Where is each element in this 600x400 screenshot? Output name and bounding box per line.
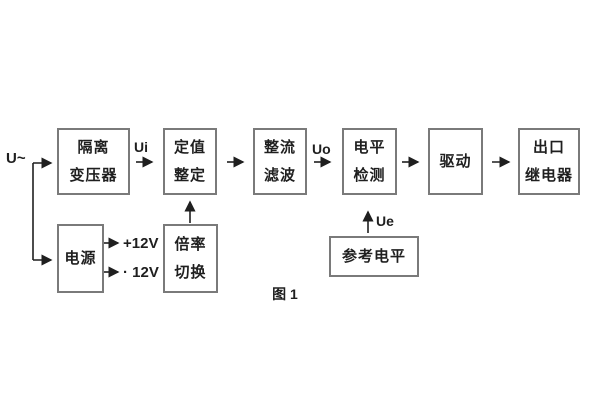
uo-signal-label: Uo bbox=[312, 141, 331, 157]
block-reference-level-line1: 参考电平 bbox=[341, 248, 406, 265]
block-rectifier-filter-line1: 整流 bbox=[263, 139, 296, 156]
block-rectifier-filter: 整流 滤波 bbox=[253, 128, 307, 195]
block-output-relay-line2: 继电器 bbox=[524, 167, 573, 184]
figure-caption: 图 1 bbox=[272, 286, 298, 302]
block-output-relay-line1: 出口 bbox=[532, 139, 565, 156]
block-power-supply-line1: 电源 bbox=[64, 250, 97, 267]
block-isolation-transformer-line1: 隔离 bbox=[77, 139, 110, 156]
block-driver-line1: 驱动 bbox=[439, 153, 472, 170]
block-level-detection: 电平 检测 bbox=[342, 128, 397, 195]
block-power-supply: 电源 bbox=[57, 224, 104, 293]
input-voltage-label: U~ bbox=[6, 150, 26, 167]
block-driver: 驱动 bbox=[428, 128, 483, 195]
block-ratio-switching: 倍率 切换 bbox=[163, 224, 218, 293]
block-setpoint-setting: 定值 整定 bbox=[163, 128, 217, 195]
block-rectifier-filter-line2: 滤波 bbox=[263, 167, 296, 184]
block-setpoint-setting-line1: 定值 bbox=[173, 139, 206, 156]
block-ratio-switching-line2: 切换 bbox=[174, 264, 207, 281]
block-ratio-switching-line1: 倍率 bbox=[174, 236, 207, 253]
block-level-detection-line1: 电平 bbox=[353, 139, 386, 156]
ui-signal-label: Ui bbox=[134, 139, 148, 155]
block-level-detection-line2: 检测 bbox=[353, 167, 386, 184]
block-isolation-transformer-line2: 变压器 bbox=[69, 167, 118, 184]
block-reference-level: 参考电平 bbox=[329, 236, 419, 277]
rail-positive-label: +12V bbox=[123, 235, 159, 252]
block-isolation-transformer: 隔离 变压器 bbox=[57, 128, 130, 195]
rail-negative-label: · 12V bbox=[123, 264, 159, 281]
ue-signal-label: Ue bbox=[376, 213, 394, 229]
block-output-relay: 出口 继电器 bbox=[518, 128, 580, 195]
block-setpoint-setting-line2: 整定 bbox=[173, 167, 206, 184]
